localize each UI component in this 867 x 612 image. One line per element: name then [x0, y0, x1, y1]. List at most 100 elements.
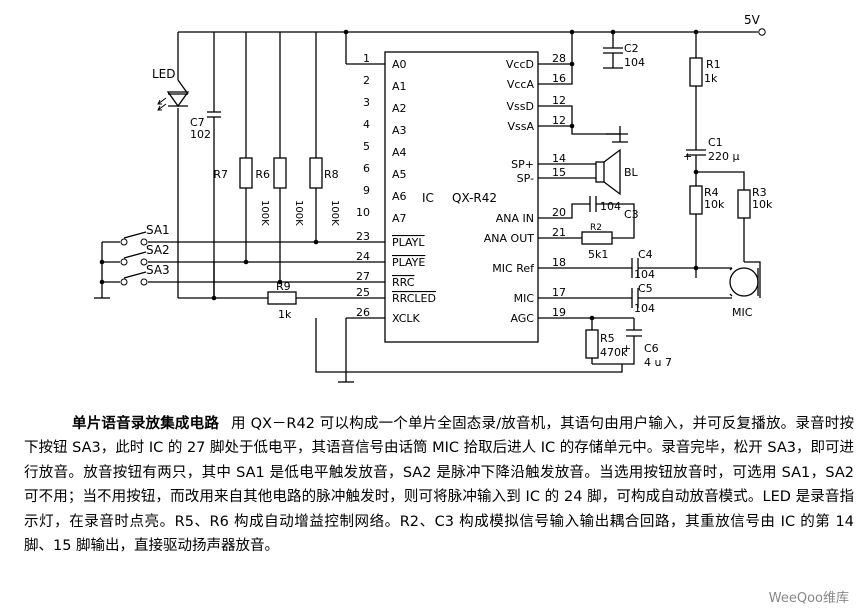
left-pin-name: PLAYE	[392, 256, 425, 269]
sa3-label: SA3	[146, 263, 170, 277]
c1-value: 220 μ	[708, 150, 740, 163]
led-label: LED	[152, 67, 176, 81]
right-pin-number: 28	[552, 52, 566, 65]
c7-value: 102	[190, 128, 211, 141]
c3-value: 104	[600, 200, 621, 213]
r4-body	[689, 185, 703, 215]
speaker-symbol	[538, 148, 621, 196]
caption-title: 单片语音录放集成电路	[72, 416, 220, 432]
right-pin-name: VssD	[507, 100, 534, 113]
r9-body	[267, 291, 297, 305]
right-pin-name: VssA	[507, 120, 534, 133]
bl-label: BL	[624, 166, 639, 179]
right-pin-number: 16	[552, 72, 566, 85]
r1-body	[689, 57, 703, 87]
left-pin-number: 5	[363, 140, 370, 153]
c6-polarity: +	[622, 342, 631, 355]
r9-value: 1k	[278, 308, 292, 321]
r6-body	[273, 157, 287, 189]
left-pin-name: A0	[392, 58, 407, 71]
c5-value: 104	[634, 302, 655, 315]
supply-label: 5V	[744, 13, 761, 27]
r4-value: 10k	[704, 198, 725, 211]
r5-value: 470k	[600, 346, 628, 359]
left-pin-name: A7	[392, 212, 407, 225]
left-pin-number: 10	[356, 206, 370, 219]
c2-value: 104	[624, 56, 645, 69]
left-pin-number: 27	[356, 270, 370, 283]
r4-name: R4	[704, 186, 719, 199]
microphone-symbol	[729, 267, 759, 297]
right-pin-name: ANA OUT	[484, 232, 534, 245]
left-pin-number: 1	[363, 52, 370, 65]
right-pin-name: ANA IN	[496, 212, 534, 225]
left-pin-name: RRCLED	[392, 292, 436, 305]
c1-name: C1	[708, 136, 723, 149]
ic-label: IC	[422, 191, 434, 205]
c1-polarity: +	[683, 150, 692, 163]
left-pin-name: A2	[392, 102, 407, 115]
r1-value: 1k	[704, 72, 718, 85]
r8-body	[309, 157, 323, 189]
right-pin-number: 15	[552, 166, 566, 179]
c6-value: 4 u 7	[644, 356, 672, 369]
right-pin-name: MIC Ref	[492, 262, 535, 275]
r3-body	[737, 189, 751, 219]
right-pin-name: VccA	[507, 78, 535, 91]
right-pin-number: 17	[552, 286, 566, 299]
ic-name: QX-R42	[452, 191, 497, 205]
right-pin-name: VccD	[506, 58, 534, 71]
wiring	[94, 28, 766, 383]
right-pin-name: SP-	[517, 172, 534, 185]
left-pin-number: 3	[363, 96, 370, 109]
caption: 单片语音录放集成电路用 QX－R42 可以构成一个单片全固态录/放音机，其语句由…	[24, 412, 854, 558]
right-pin-number: 12	[552, 114, 566, 127]
supply-terminal	[758, 28, 766, 36]
right-pin-number: 19	[552, 306, 566, 319]
r5-body	[585, 329, 599, 359]
left-pin-number: 26	[356, 306, 370, 319]
c4-name: C4	[638, 248, 653, 261]
r9-name: R9	[276, 280, 291, 293]
r3-name: R3	[752, 186, 767, 199]
left-pin-name: A4	[392, 146, 407, 159]
left-pin-name: A5	[392, 168, 407, 181]
switches	[120, 231, 148, 286]
left-pin-name: PLAYL	[392, 236, 425, 249]
left-pin-name: XCLK	[392, 312, 421, 325]
r3-value: 10k	[752, 198, 773, 211]
r1-name: R1	[706, 58, 721, 71]
left-pin-number: 23	[356, 230, 370, 243]
right-pin-name: SP+	[511, 158, 534, 171]
left-pin-name: RRC	[392, 276, 415, 289]
caption-body: 用 QX－R42 可以构成一个单片全固态录/放音机，其语句由用户输入，并可反复播…	[24, 416, 854, 555]
circuit-schematic: 1A02A13A24A35A46A59A610A723PLAYL24PLAYE2…	[94, 13, 773, 383]
r8-value: 100K	[329, 200, 340, 226]
r7-name: R7	[213, 168, 228, 181]
c7-name: C7	[190, 116, 205, 129]
ic-body	[384, 51, 539, 343]
left-pin-number: 2	[363, 74, 370, 87]
right-pin-number: 12	[552, 94, 566, 107]
r8-name: R8	[324, 168, 339, 181]
sa1-label: SA1	[146, 223, 170, 237]
left-pin-number: 4	[363, 118, 370, 131]
sa2-label: SA2	[146, 243, 170, 257]
r5-name: R5	[600, 332, 615, 345]
led-symbol	[157, 91, 190, 111]
left-pin-number: 6	[363, 162, 370, 175]
right-pin-number: 20	[552, 206, 566, 219]
watermark-logo: WeeQoo维库	[768, 591, 849, 606]
c2-name: C2	[624, 42, 639, 55]
ground-markers	[603, 67, 628, 143]
r6-value: 100K	[293, 200, 304, 226]
capacitors	[168, 79, 664, 358]
c6-name: C6	[644, 342, 659, 355]
r2-name: R2	[590, 223, 602, 233]
left-pin-name: A3	[392, 124, 407, 137]
right-pin-name: AGC	[510, 312, 534, 325]
resistors	[239, 57, 751, 359]
r2-body	[581, 231, 613, 245]
right-pin-number: 21	[552, 226, 566, 239]
